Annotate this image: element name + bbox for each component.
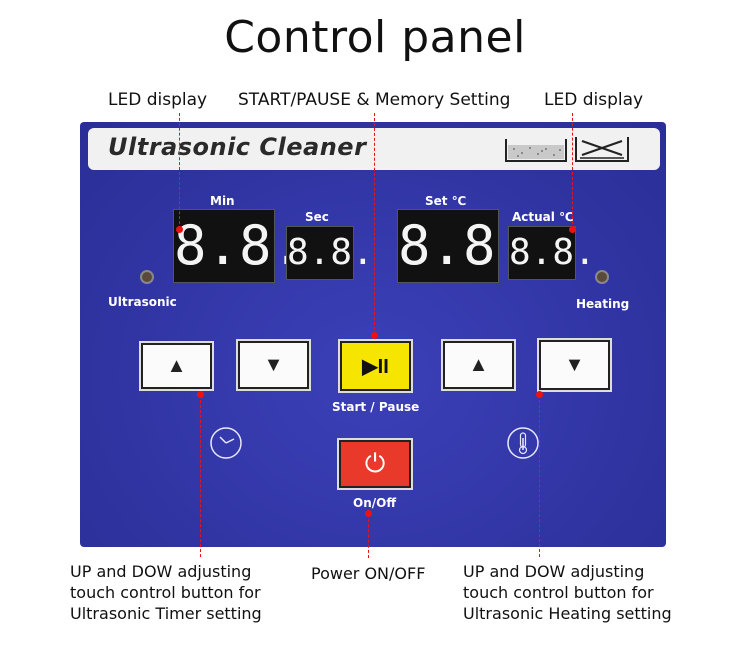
led-display-right-label: LED display — [544, 90, 644, 110]
leader-dot-start-pause — [371, 332, 378, 339]
page-title: Control panel — [224, 12, 526, 63]
heating-indicator-light — [595, 270, 609, 284]
leader-dot-led-left — [176, 226, 183, 233]
heating-caption-line-2: touch control button for — [463, 583, 654, 602]
timer-caption-line-3: Ultrasonic Timer setting — [70, 604, 262, 623]
start-pause-button[interactable]: ▶II — [338, 339, 413, 393]
start-pause-label: Start / Pause — [332, 400, 420, 414]
tank-icons — [505, 137, 629, 162]
set-temp-label: Set ℃ — [425, 194, 467, 208]
arrow-down-icon: ▼ — [564, 353, 585, 376]
heating-indicator-label: Heating — [576, 297, 630, 311]
min-label: Min — [210, 194, 235, 208]
leader-line-power — [368, 514, 369, 558]
ultrasonic-indicator-label: Ultrasonic — [108, 295, 177, 309]
timer-down-button[interactable]: ▼ — [236, 339, 311, 391]
led-display-left-label: LED display — [108, 90, 208, 110]
sec-display-value: 8.8. — [287, 232, 374, 273]
arrow-down-icon: ▼ — [263, 353, 284, 376]
play-pause-icon: ▶II — [362, 355, 389, 378]
heating-buttons-caption: UP and DOW adjusting touch control butto… — [463, 561, 672, 624]
leader-line-timer — [200, 395, 201, 557]
min-display-value: 8.8. — [174, 214, 305, 277]
heating-down-button[interactable]: ▼ — [537, 338, 612, 392]
leader-line-heating — [539, 395, 540, 557]
leader-dot-power — [365, 510, 372, 517]
timer-caption-line-1: UP and DOW adjusting — [70, 562, 252, 581]
set-temp-display-value: 8.8. — [398, 214, 529, 277]
sec-label: Sec — [305, 210, 329, 224]
heating-tank-icon — [575, 137, 629, 162]
min-display: 8.8. — [173, 209, 305, 283]
timer-up-button[interactable]: ▲ — [139, 341, 214, 391]
on-off-label: On/Off — [353, 496, 397, 510]
timer-caption-line-2: touch control button for — [70, 583, 261, 602]
actual-temp-display: 8.8. — [508, 226, 596, 280]
set-temp-display: 8.8. — [397, 209, 529, 283]
leader-line-led-right — [572, 113, 573, 229]
leader-dot-heating — [536, 391, 543, 398]
leader-dot-led-right — [569, 226, 576, 233]
actual-temp-display-value: 8.8. — [509, 232, 596, 273]
start-pause-memory-label: START/PAUSE & Memory Setting — [238, 90, 511, 110]
heating-caption-line-3: Ultrasonic Heating setting — [463, 604, 672, 623]
leader-dot-timer — [197, 391, 204, 398]
heating-up-button[interactable]: ▲ — [441, 339, 516, 391]
power-button[interactable]: ⏻ — [337, 438, 413, 490]
power-caption: Power ON/OFF — [311, 564, 426, 583]
leader-line-led-left — [179, 113, 180, 229]
heating-caption-line-1: UP and DOW adjusting — [463, 562, 645, 581]
leader-line-start-pause — [374, 113, 375, 335]
thermometer-icon — [507, 427, 539, 459]
sec-display: 8.8. — [286, 226, 374, 280]
clock-icon — [210, 427, 242, 459]
ultrasonic-tank-icon — [505, 139, 567, 162]
actual-temp-label: Actual ℃ — [512, 210, 574, 224]
arrow-up-icon: ▲ — [166, 354, 187, 377]
brand-name: Ultrasonic Cleaner — [108, 133, 367, 161]
arrow-up-icon: ▲ — [468, 353, 489, 376]
timer-buttons-caption: UP and DOW adjusting touch control butto… — [70, 561, 262, 624]
ultrasonic-indicator-light — [140, 270, 154, 284]
power-icon: ⏻ — [364, 448, 386, 479]
